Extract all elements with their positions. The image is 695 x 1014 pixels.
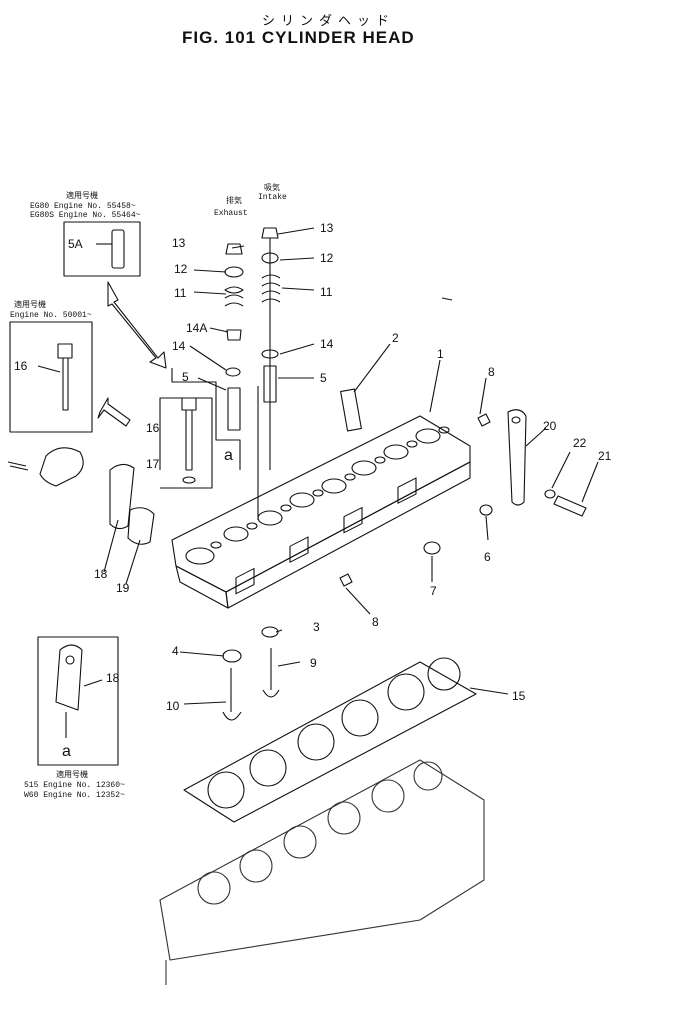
reference-a-lower: a [62,743,71,760]
callout-8-lower: 8 [372,615,379,629]
callout-9: 9 [310,656,317,670]
inset-box-16-17 [159,397,213,489]
callout-15: 15 [512,689,526,703]
serial-top-line2: EG80S Engine No. 55464~ [30,211,141,220]
exhaust-valve-train [224,243,244,431]
serial-left-line1: Engine No. 50001~ [10,311,92,320]
callout-8-upper: 8 [488,365,495,379]
callout-3: 3 [313,620,320,634]
intake-label: Intake [258,193,287,202]
callout-5-exhaust: 5 [182,370,189,384]
callout-10: 10 [166,699,180,713]
callout-16-inset: 16 [14,359,28,373]
callout-7: 7 [430,584,437,598]
serial-bottom-line1: 515 Engine No. 12360~ [24,781,125,790]
figure-title: FIG. 101 CYLINDER HEAD [182,28,415,47]
callout-11-intake: 11 [320,285,333,299]
serial-top-heading: 適用号機 [66,192,98,201]
callout-19: 19 [116,581,130,595]
exhaust-label-jp: 排気 [226,197,242,206]
serial-left-heading: 適用号機 [14,301,46,310]
callout-13-intake: 13 [320,221,334,235]
callout-16: 16 [146,421,160,435]
figure-title-japanese: シリンダヘッド [262,14,396,29]
callout-5a: 5A [68,237,83,251]
intake-label-jp: 吸気 [264,184,280,193]
exhaust-label: Exhaust [214,209,248,218]
cylinder-head-block [171,415,471,609]
gasket-19 [127,507,155,545]
guide-arrow-upper [107,281,167,369]
callout-22: 22 [573,436,587,450]
callout-20: 20 [543,419,557,433]
callout-6: 6 [484,550,491,564]
callout-14a: 14A [186,321,207,335]
callout-14-intake: 14 [320,337,334,351]
intake-valve-train [261,227,281,470]
water-outlet-housing [39,447,84,487]
guide-arrow-lower [97,397,131,427]
reference-a-upper: a [224,447,233,464]
lifting-bracket-18 [109,463,135,530]
callout-12-intake: 12 [320,251,334,265]
callout-13-exhaust: 13 [172,236,186,250]
callout-21: 21 [598,449,612,463]
callout-11-exhaust: 11 [174,286,187,300]
serial-bottom-heading: 適用号機 [56,771,88,780]
inset-box-18 [37,636,119,766]
serial-top-line1: EG80 Engine No. 55458~ [30,202,136,211]
serial-bottom-line2: W60 Engine No. 12352~ [24,791,125,800]
callout-5-intake: 5 [320,371,327,385]
callout-17: 17 [146,457,160,471]
callout-18-inset: 18 [106,671,120,685]
callout-14-exhaust: 14 [172,339,186,353]
cylinder-block [159,759,485,985]
inset-box-5a [63,221,141,277]
callout-18: 18 [94,567,108,581]
head-gasket [183,657,477,823]
inset-box-16 [9,321,93,433]
callout-1: 1 [437,347,444,361]
callout-12-exhaust: 12 [174,262,188,276]
callout-2: 2 [392,331,399,345]
callout-4: 4 [172,644,179,658]
